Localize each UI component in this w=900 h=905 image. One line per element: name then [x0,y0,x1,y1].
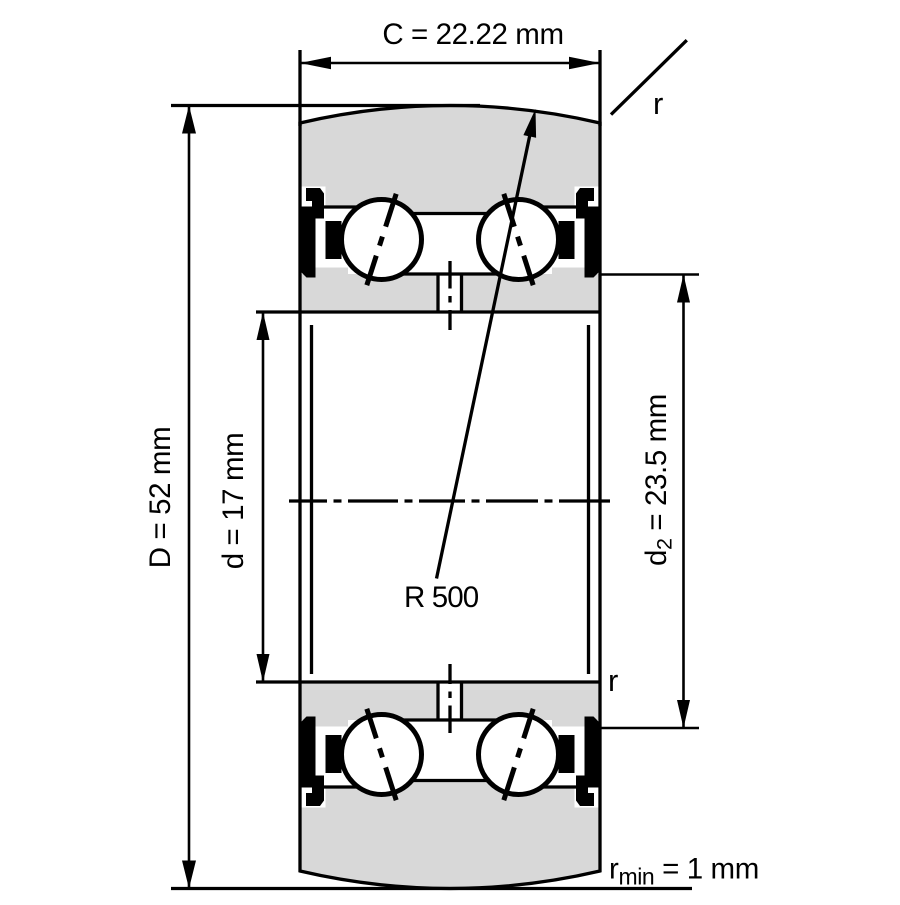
svg-text:C = 22.22 mm: C = 22.22 mm [382,18,563,51]
svg-text:r: r [608,663,618,698]
svg-text:rmin = 1 mm: rmin = 1 mm [609,853,759,890]
svg-text:R 500: R 500 [404,581,479,614]
svg-text:d = 17 mm: d = 17 mm [217,433,250,570]
svg-text:r: r [653,86,663,121]
svg-text:D = 52 mm: D = 52 mm [144,427,177,568]
svg-text:d2 = 23.5 mm: d2 = 23.5 mm [640,394,677,566]
